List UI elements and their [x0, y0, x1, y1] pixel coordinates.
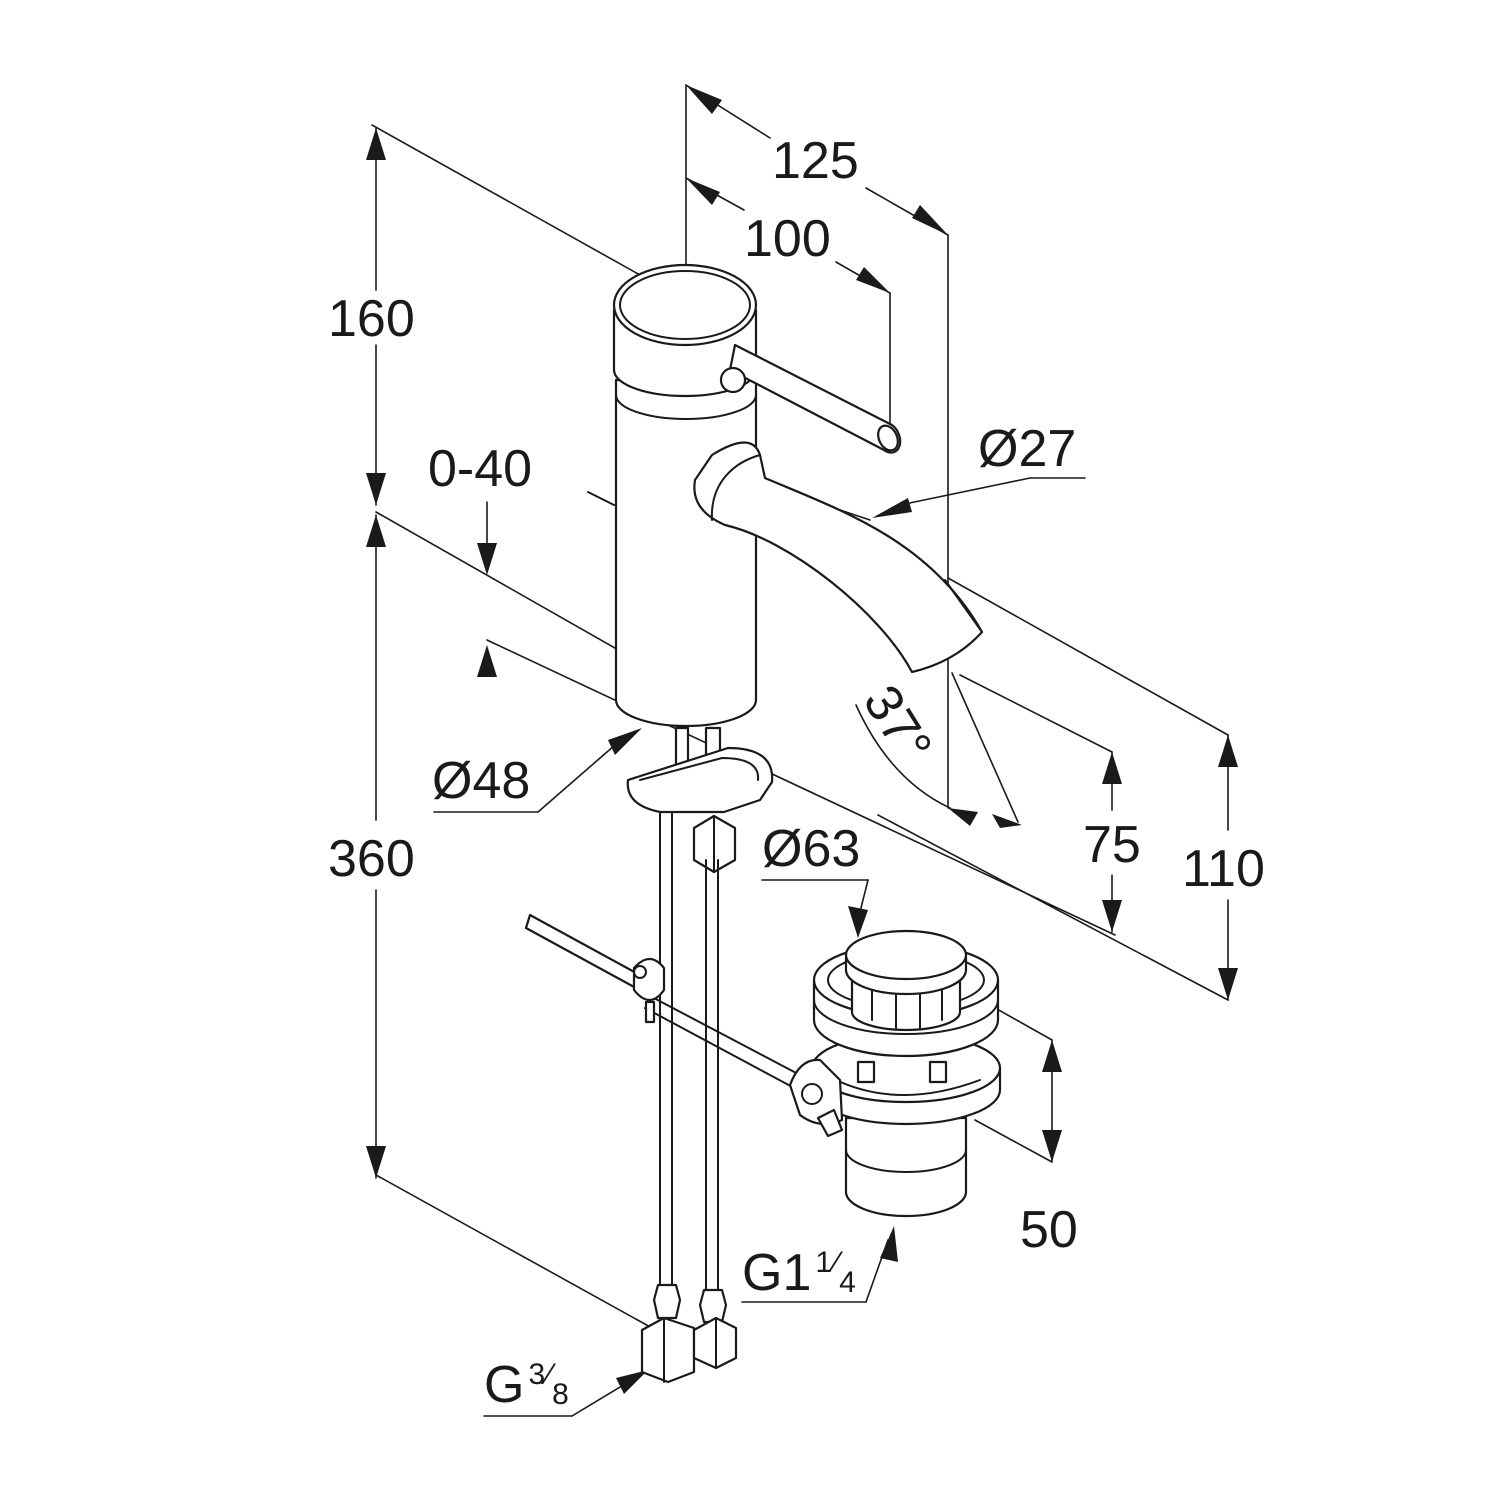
- supply-hoses: [640, 811, 738, 1384]
- dim-100-label: 100: [744, 210, 831, 268]
- dim-37-angle-label: 37°: [852, 676, 943, 773]
- dimension-labels: 125 100 160 0-40 Ø27 Ø48 360 Ø63 37° 75 …: [328, 132, 1265, 1414]
- dim-360-label: 360: [328, 830, 415, 888]
- dim-63-diameter-label: Ø63: [762, 820, 860, 878]
- dim-110-label: 110: [1182, 840, 1265, 898]
- arrowheads: [366, 85, 1238, 1394]
- dim-48-diameter-label: Ø48: [432, 752, 530, 810]
- dim-75-label: 75: [1083, 816, 1141, 874]
- dim-125-label: 125: [772, 132, 859, 190]
- mounting-hardware: [626, 726, 774, 874]
- dim-160-label: 160: [328, 290, 415, 348]
- faucet-body: [587, 263, 984, 728]
- dim-27-diameter-label: Ø27: [978, 420, 1076, 478]
- pop-up-rod: [524, 913, 801, 1091]
- dim-0-40-label: 0-40: [428, 440, 532, 498]
- drain-assembly: [788, 929, 1002, 1218]
- dim-50-label: 50: [1020, 1201, 1078, 1259]
- dimension-lines: [371, 84, 1229, 1417]
